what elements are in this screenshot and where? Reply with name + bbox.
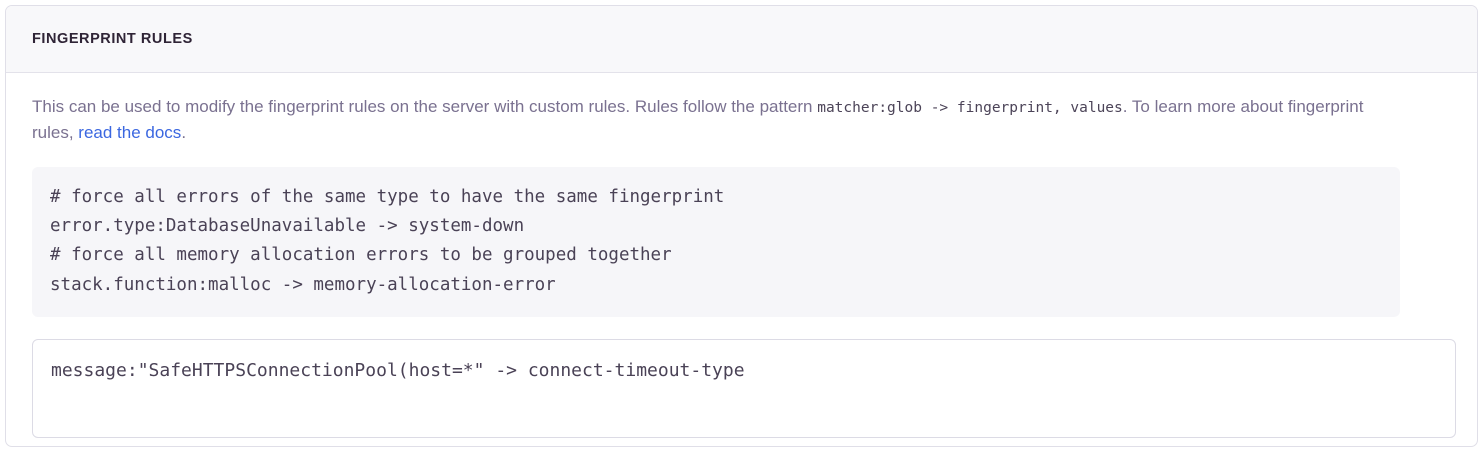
fingerprint-rules-panel: FINGERPRINT RULES This can be used to mo…	[5, 5, 1478, 447]
panel-description: This can be used to modify the fingerpri…	[32, 94, 1388, 146]
description-text-part-1: This can be used to modify the fingerpri…	[32, 97, 818, 116]
panel-header: FINGERPRINT RULES	[6, 6, 1477, 73]
fingerprint-rules-input[interactable]	[32, 339, 1456, 439]
panel-body: This can be used to modify the fingerpri…	[6, 73, 1477, 439]
description-text-part-2: . To learn more about fingerprint rules,	[32, 97, 1364, 142]
page-title: FINGERPRINT RULES	[32, 30, 193, 47]
read-the-docs-link[interactable]: read the docs	[78, 122, 182, 142]
inline-code-pattern: matcher:glob -> fingerprint, values	[817, 100, 1123, 116]
description-text-part-3: .	[181, 122, 187, 142]
example-rules-code-block: # force all errors of the same type to h…	[32, 166, 1400, 318]
